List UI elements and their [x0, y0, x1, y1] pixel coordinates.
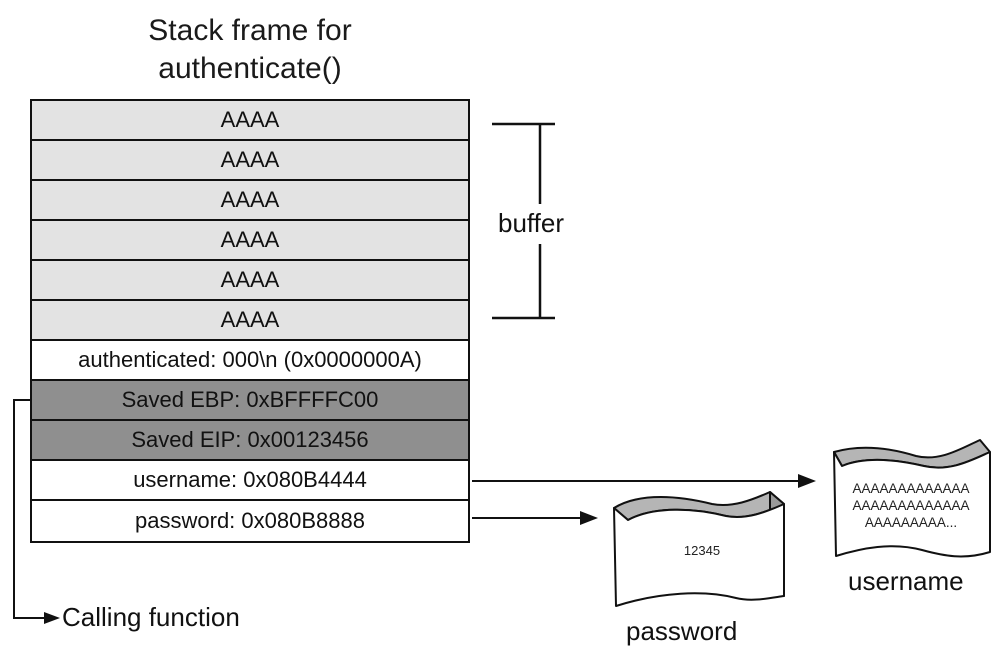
- stack-slot-0: AAAA: [32, 101, 468, 141]
- buffer-label: buffer: [498, 208, 565, 238]
- stack-slot-8: Saved EIP: 0x00123456: [32, 421, 468, 461]
- stack-slot-9: username: 0x080B4444: [32, 461, 468, 501]
- stack-slot-1: AAAA: [32, 141, 468, 181]
- title-line-2: authenticate(): [158, 52, 342, 85]
- stack-slot-3: AAAA: [32, 221, 468, 261]
- username-contents-line-2: AAAAAAAAAAAAA: [852, 498, 970, 513]
- stack-slot-5: AAAA: [32, 301, 468, 341]
- calling-function-label: Calling function: [62, 602, 240, 632]
- title-line-1: Stack frame for: [148, 14, 352, 47]
- password-pointer-arrowhead: [580, 511, 598, 525]
- password-memory-block: [613, 491, 785, 607]
- stack-slot-4: AAAA: [32, 261, 468, 301]
- username-label: username: [848, 566, 964, 596]
- username-memory-block: [833, 439, 991, 558]
- username-contents: AAAAAAAAAAAAA AAAAAAAAAAAAA AAAAAAAAA...: [836, 480, 986, 531]
- username-pointer-arrowhead: [798, 474, 816, 488]
- stack-slot-10: password: 0x080B8888: [32, 501, 468, 541]
- calling-function-arrow: [13, 399, 44, 619]
- username-contents-line-3: AAAAAAAAA...: [864, 515, 958, 530]
- buffer-bracket: [492, 122, 555, 320]
- calling-function-arrowhead: [44, 612, 60, 624]
- username-contents-line-1: AAAAAAAAAAAAA: [852, 481, 970, 496]
- stack-slot-6: authenticated: 000\n (0x0000000A): [32, 341, 468, 381]
- stack-slot-7: Saved EBP: 0xBFFFFC00: [32, 381, 468, 421]
- stack-slot-2: AAAA: [32, 181, 468, 221]
- diagram-title: Stack frame for authenticate(): [60, 12, 440, 88]
- password-contents: 12345: [683, 543, 721, 558]
- password-label: password: [626, 616, 738, 646]
